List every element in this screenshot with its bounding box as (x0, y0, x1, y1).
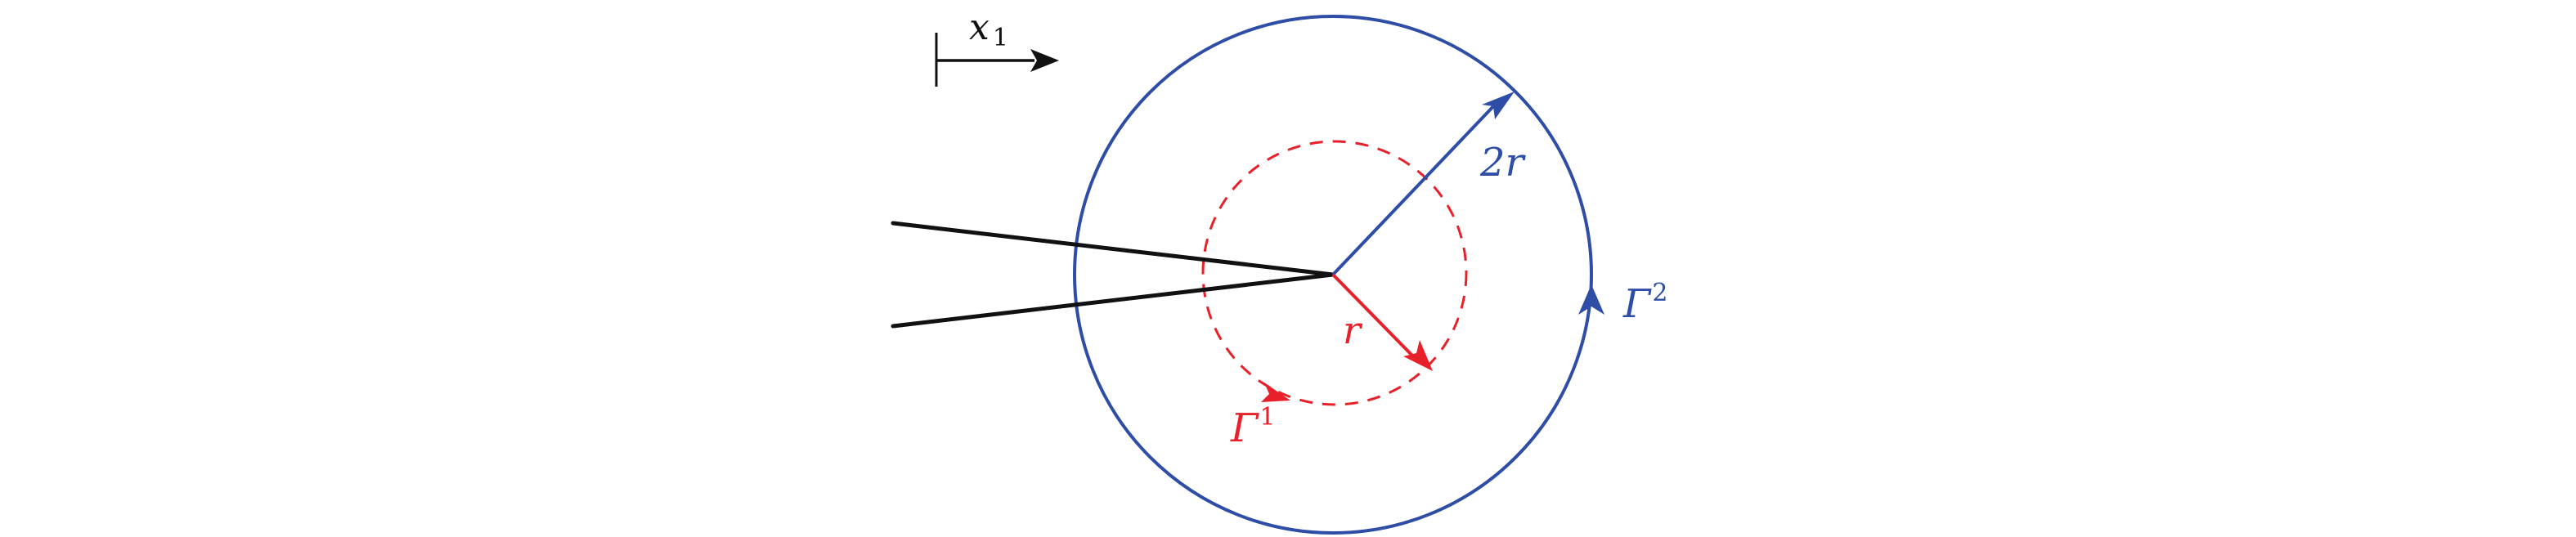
outer-radius-line (1331, 101, 1498, 276)
outer-radius-arrowhead-icon (1482, 92, 1515, 119)
gamma2-arrowhead-icon (1578, 284, 1604, 315)
gamma1-label: Γ1 (1230, 403, 1275, 451)
gamma1-arrowhead-icon (1261, 383, 1290, 402)
crack-upper-face (891, 221, 1335, 277)
outer-contour-gamma2 (1073, 15, 1593, 535)
gamma2-label: Γ2 (1622, 279, 1667, 327)
inner-contour-gamma1 (1201, 140, 1468, 406)
inner-radius-line (1331, 273, 1415, 358)
x1-arrowhead-icon (1030, 49, 1059, 72)
outer-radius-label: 2r (1479, 140, 1527, 186)
inner-radius-label: r (1343, 308, 1363, 352)
crack-lower-face (891, 272, 1335, 329)
inner-radius-arrowhead-icon (1403, 340, 1433, 371)
